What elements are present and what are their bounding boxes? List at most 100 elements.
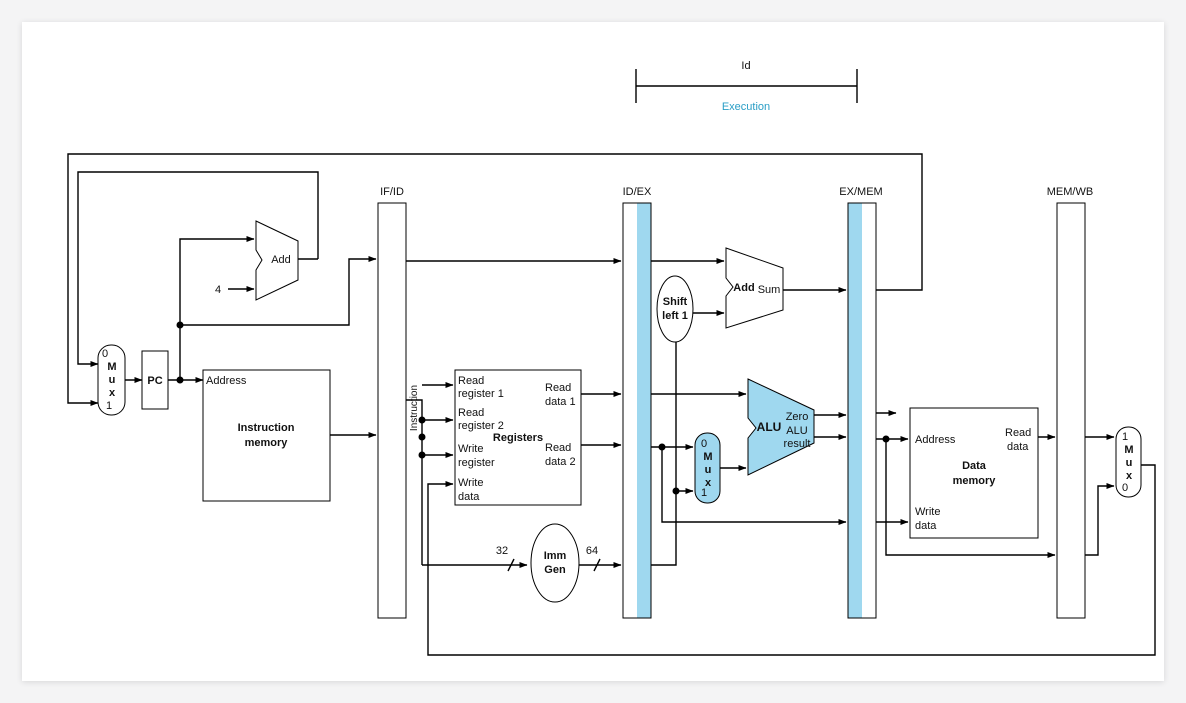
alu-mux-body [694, 432, 721, 504]
alu-result-label-a: ALU [786, 425, 807, 437]
writeback-mux-body [1115, 426, 1142, 498]
junction-data2 [658, 443, 666, 451]
pc-mux-input-1: 1 [106, 400, 112, 412]
pc-mux-letter-m: M [107, 361, 116, 373]
diagram-card: Id Execution IF/ID ID/EX EX/MEM MEM/WB [22, 22, 1164, 681]
pc-mux-body [97, 344, 126, 416]
wire-pc-to-ifid [180, 256, 377, 326]
register-file [454, 369, 582, 506]
pc-label: PC [147, 375, 162, 387]
idex-register-outline [622, 202, 652, 619]
stage-top-label: Id [741, 60, 750, 72]
wb-mux-letter-x: x [1126, 470, 1133, 482]
imm-in-bits: 32 [496, 545, 508, 557]
branch-adder-label: Add [733, 282, 754, 294]
wb-mux-letter-m: M [1124, 444, 1133, 456]
imem-title-1: Instruction [238, 422, 295, 434]
pc-mux: 0 M u x 1 [97, 344, 126, 416]
branch-adder [725, 247, 784, 329]
pc-mux-letter-x: x [109, 387, 116, 399]
stage-name: Execution [722, 101, 770, 113]
pc-adder-label: Add [271, 254, 291, 266]
junction-address [882, 435, 890, 443]
wire-writeback [427, 464, 1156, 656]
alu-mux-letter-u: u [705, 464, 712, 476]
shift-title-1: Shift [663, 296, 688, 308]
exmem-register-outline [847, 202, 877, 619]
stage-annotation: Id Execution [635, 60, 858, 113]
alu-mux-letter-m: M [703, 451, 712, 463]
reg-read-reg2-b: register 2 [458, 420, 504, 432]
pc-register [141, 350, 169, 410]
reg-read-data2-b: data 2 [545, 456, 576, 468]
dmem-write-a: Write [915, 506, 940, 518]
reg-write-reg-b: register [458, 457, 495, 469]
dmem-read-a: Read [1005, 427, 1031, 439]
exmem-register-highlight [848, 203, 862, 618]
imm-out-slash [593, 558, 601, 572]
dmem-address-label: Address [915, 434, 956, 446]
junction-instruction [418, 433, 426, 441]
wire-data2-to-exmem [661, 447, 847, 525]
reg-write-data-b: data [458, 491, 480, 503]
alu-mux-input-0: 0 [701, 438, 707, 450]
alu-mux-input-1: 1 [701, 487, 707, 499]
alu-result-label-b: result [784, 438, 811, 450]
junctions [176, 321, 890, 495]
reg-read-data1-b: data 1 [545, 396, 576, 408]
junction-pc [176, 376, 184, 384]
reg-write-reg-a: Write [458, 443, 483, 455]
alu-zero-label: Zero [786, 411, 809, 423]
junction-pc-upper [176, 321, 184, 329]
memwb-register [1056, 202, 1086, 619]
ifid-register [377, 202, 407, 619]
wb-mux-input-1: 1 [1122, 431, 1128, 443]
reg-read-data2-a: Read [545, 442, 571, 454]
alu-label: ALU [757, 420, 782, 434]
shift-left-unit [656, 275, 694, 343]
branch-adder-out: Sum [758, 284, 781, 296]
wire-pc4-to-mux [77, 171, 319, 367]
registers-title: Registers [493, 432, 543, 444]
imm-in-slash [507, 558, 515, 572]
shift-title-2: left 1 [662, 310, 688, 322]
dmem-read-b: data [1007, 441, 1029, 453]
wire-imm-to-shift [651, 342, 677, 566]
data-memory [909, 407, 1039, 539]
junction-write-reg [418, 451, 426, 459]
wire-memwb-to-mux-in0 [1085, 483, 1115, 556]
idex-register-highlight [637, 203, 651, 618]
imm-out-bits: 64 [586, 545, 598, 557]
imem-address-label: Address [206, 375, 247, 387]
imem-title-2: memory [245, 437, 289, 449]
reg-read-reg2-a: Read [458, 407, 484, 419]
ifid-label: IF/ID [380, 186, 404, 198]
instruction-label: Instruction [409, 385, 420, 431]
dmem-write-b: data [915, 520, 937, 532]
pc-mux-letter-u: u [109, 374, 116, 386]
wire-pc-to-adder [179, 236, 255, 380]
imm-gen-title-2: Gen [544, 564, 566, 576]
junction-imm [672, 487, 680, 495]
junction-read-reg2 [418, 416, 426, 424]
pc-adder [255, 220, 299, 301]
wire-instruction-bus [406, 399, 423, 565]
reg-read-reg1-a: Read [458, 375, 484, 387]
dmem-title-2: memory [953, 475, 997, 487]
imm-gen [530, 523, 580, 603]
reg-write-data-a: Write [458, 477, 483, 489]
exmem-label: EX/MEM [839, 186, 882, 198]
reg-read-data1-a: Read [545, 382, 571, 394]
dmem-title-1: Data [962, 460, 987, 472]
idex-label: ID/EX [623, 186, 652, 198]
wires [67, 153, 1156, 656]
wb-mux-letter-u: u [1126, 457, 1133, 469]
wire-branch-target-to-mux [67, 153, 923, 406]
pc-mux-input-0: 0 [102, 348, 108, 360]
wire-address-to-memwb [885, 439, 1056, 558]
imm-gen-title-1: Imm [544, 550, 567, 562]
pc-adder-const: 4 [215, 284, 221, 296]
memwb-label: MEM/WB [1047, 186, 1093, 198]
alu [747, 378, 815, 476]
alu-mux-letter-x: x [705, 477, 712, 489]
